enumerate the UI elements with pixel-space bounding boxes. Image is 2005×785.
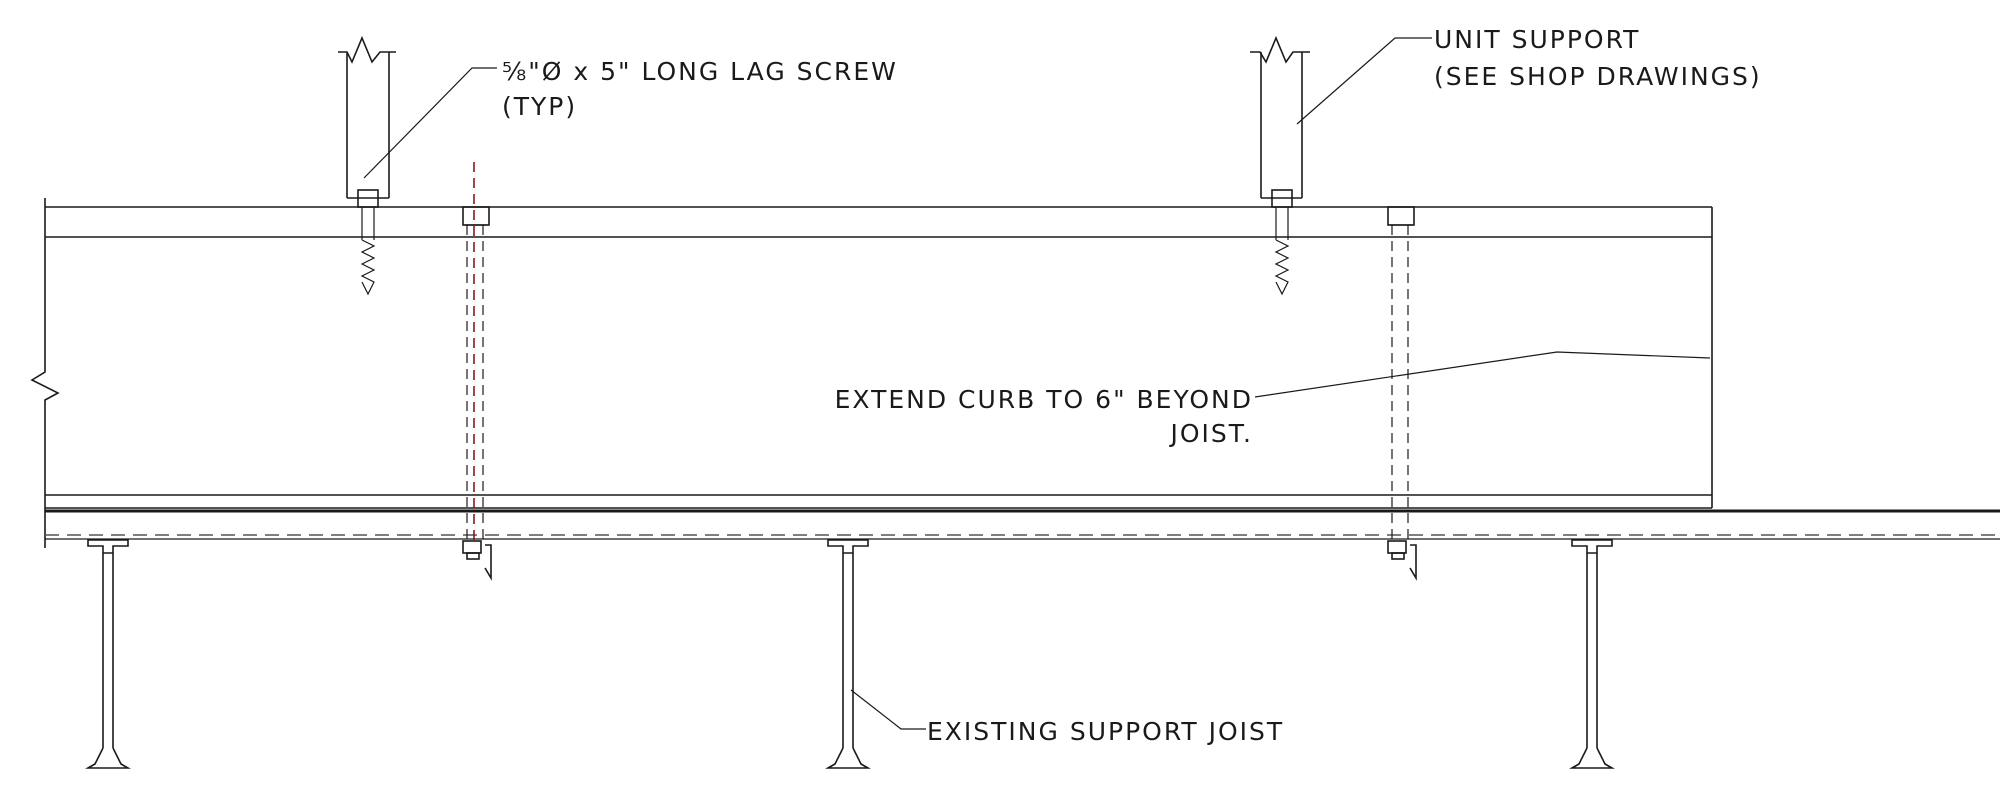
anchor-bolt-left — [462, 162, 492, 581]
lag-screw-right — [1271, 189, 1293, 296]
curb — [45, 206, 1713, 509]
anchor-bolt-right — [1387, 206, 1417, 581]
existing-joist-leader — [850, 689, 926, 730]
unit-support-ref-note: (SEE SHOP DRAWINGS) — [1434, 62, 1762, 91]
roof-deck — [45, 509, 2000, 540]
lag-screw-typ-note: (TYP) — [502, 92, 577, 121]
extend-curb-leader — [1254, 351, 1711, 398]
unit-support-left — [338, 35, 396, 199]
joist-1 — [84, 539, 132, 769]
left-break-line — [30, 198, 60, 548]
lag-screw-note: ⅝"Ø x 5" LONG LAG SCREW — [502, 57, 898, 86]
joist-3 — [1568, 539, 1616, 769]
existing-joist-note: EXISTING SUPPORT JOIST — [927, 717, 1284, 746]
unit-support-leader — [1296, 37, 1432, 125]
lag-screw-leader — [363, 67, 497, 179]
joist-2 — [824, 539, 872, 769]
unit-support-right — [1250, 35, 1310, 199]
extend-curb-note-2: JOIST. — [1168, 419, 1253, 448]
unit-support-note: UNIT SUPPORT — [1434, 25, 1640, 54]
extend-curb-note: EXTEND CURB TO 6" BEYOND — [835, 385, 1253, 414]
lag-screw-left — [357, 189, 379, 296]
